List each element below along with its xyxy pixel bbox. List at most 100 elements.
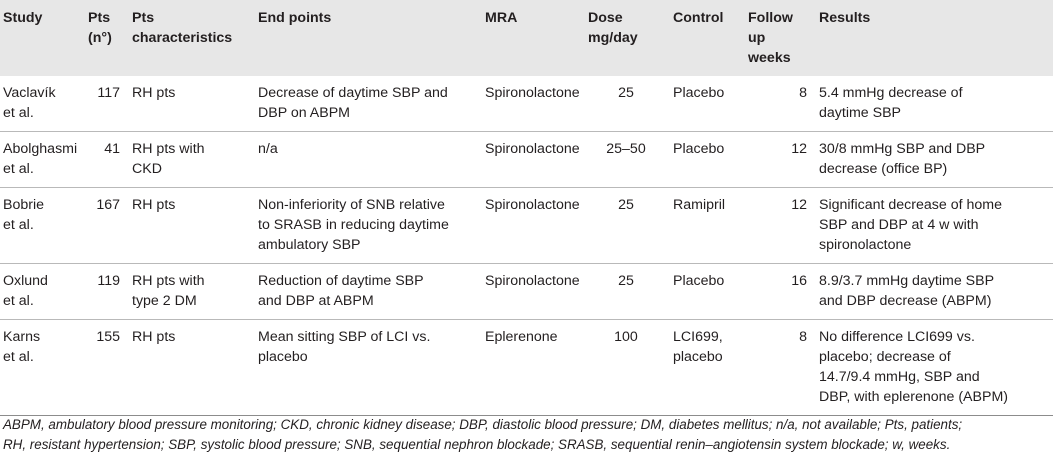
cell-control: Placebo <box>670 264 745 320</box>
cell-mra: Eplerenone <box>482 320 585 416</box>
cell-dose: 100 <box>585 320 670 416</box>
header-pts: Pts(n°) <box>88 10 112 46</box>
cell-mra-value: Spironolactone <box>485 273 580 289</box>
cell-follow-up: 8 <box>745 320 816 416</box>
cell-end-points-line: Reduction of daytime SBP <box>258 273 424 289</box>
cell-end-points-line: n/a <box>258 141 278 157</box>
header-results: Results <box>819 10 871 26</box>
cell-results-line: placebo; decrease of <box>819 349 951 365</box>
footnote-line-1: ABPM, ambulatory blood pressure monitori… <box>3 417 963 432</box>
cell-follow-up: 12 <box>745 132 816 188</box>
cell-control-line: Placebo <box>673 273 725 289</box>
cell-results-line: Significant decrease of home <box>819 197 1002 213</box>
cell-pts-value: 117 <box>97 85 120 101</box>
cell-study: Bobrie et al. <box>0 188 85 264</box>
cell-end-points-line: DBP on ABPM <box>258 105 351 121</box>
cell-characteristics-line: RH pts with <box>132 141 205 157</box>
cell-pts: 167 <box>85 188 129 264</box>
cell-dose: 25 <box>585 264 670 320</box>
cell-end-points-line: placebo <box>258 349 308 365</box>
cell-pts: 41 <box>85 132 129 188</box>
cell-mra-value: Eplerenone <box>485 329 558 345</box>
cell-end-points: n/a <box>255 132 482 188</box>
cell-pts-value: 155 <box>96 329 120 345</box>
cell-dose-value: 25 <box>618 85 634 101</box>
cell-results-line: spironolactone <box>819 237 912 253</box>
cell-dose: 25–50 <box>585 132 670 188</box>
footnote-line-2: RH, resistant hypertension; SBP, systoli… <box>3 437 951 452</box>
cell-results-line: No difference LCI699 vs. <box>819 329 975 345</box>
header-control: Control <box>673 10 724 26</box>
cell-mra-value: Spironolactone <box>485 141 580 157</box>
cell-mra: Spironolactone <box>482 132 585 188</box>
cell-results: No difference LCI699 vs. placebo; decreas… <box>816 320 1053 416</box>
cell-characteristics: RH pts <box>129 320 255 416</box>
cell-control: LCI699,placebo <box>670 320 745 416</box>
table-footnote: ABPM, ambulatory blood pressure monitori… <box>3 415 1053 455</box>
cell-pts: 155 <box>85 320 129 416</box>
cell-results-line: and DBP decrease (ABPM) <box>819 293 992 309</box>
cell-results: 5.4 mmHg decrease of daytime SBP <box>816 76 1053 132</box>
header-mra: MRA <box>485 10 518 26</box>
cell-control-line: Placebo <box>673 85 725 101</box>
cell-follow-up: 8 <box>745 76 816 132</box>
cell-dose-value: 25 <box>618 273 634 289</box>
cell-follow-up-value: 16 <box>791 273 807 289</box>
cell-pts-value: 41 <box>104 141 120 157</box>
cell-control: Placebo <box>670 76 745 132</box>
cell-end-points-line: Decrease of daytime SBP and <box>258 85 448 101</box>
cell-follow-up: 16 <box>745 264 816 320</box>
cell-follow-up-value: 8 <box>799 85 807 101</box>
cell-dose-value: 25 <box>618 197 634 213</box>
cell-characteristics-line: type 2 DM <box>132 293 197 309</box>
cell-characteristics-line: CKD <box>132 161 162 177</box>
cell-end-points: Non-inferiority of SNB relative to SRASB … <box>255 188 482 264</box>
cell-control: Placebo <box>670 132 745 188</box>
cell-pts: 119 <box>85 264 129 320</box>
cell-characteristics-line: RH pts <box>132 329 176 345</box>
cell-mra: Spironolactone <box>482 188 585 264</box>
cell-dose-value: 100 <box>614 329 638 345</box>
cell-control-line: LCI699, <box>673 329 723 345</box>
cell-results-line: daytime SBP <box>819 105 902 121</box>
cell-mra-value: Spironolactone <box>485 85 580 101</box>
cell-end-points-line: Non-inferiority of SNB relative <box>258 197 445 213</box>
cell-characteristics-line: RH pts <box>132 85 176 101</box>
cell-results-line: 14.7/9.4 mmHg, SBP and <box>819 369 980 385</box>
cell-follow-up-value: 8 <box>799 329 807 345</box>
cell-study-line: et al. <box>3 217 34 233</box>
cell-results-line: 5.4 mmHg decrease of <box>819 85 963 101</box>
cell-control-line: Placebo <box>673 141 725 157</box>
cell-control-line: Ramipril <box>673 197 726 213</box>
cell-control: Ramipril <box>670 188 745 264</box>
cell-mra: Spironolactone <box>482 264 585 320</box>
cell-characteristics: RH pts <box>129 76 255 132</box>
cell-dose-value: 25–50 <box>606 141 646 157</box>
cell-dose: 25 <box>585 76 670 132</box>
cell-results-line: SBP and DBP at 4 w with <box>819 217 979 233</box>
cell-study-line: Karns <box>3 329 41 345</box>
cell-study-line: Bobrie <box>3 197 45 213</box>
cell-results-line: 30/8 mmHg SBP and DBP <box>819 141 986 157</box>
cell-end-points-line: to SRASB in reducing daytime <box>258 217 449 233</box>
cell-dose: 25 <box>585 188 670 264</box>
cell-study-line: Abolghasmi <box>3 141 78 157</box>
cell-end-points-line: and DBP at ABPM <box>258 293 374 309</box>
cell-pts: 117 <box>85 76 129 132</box>
